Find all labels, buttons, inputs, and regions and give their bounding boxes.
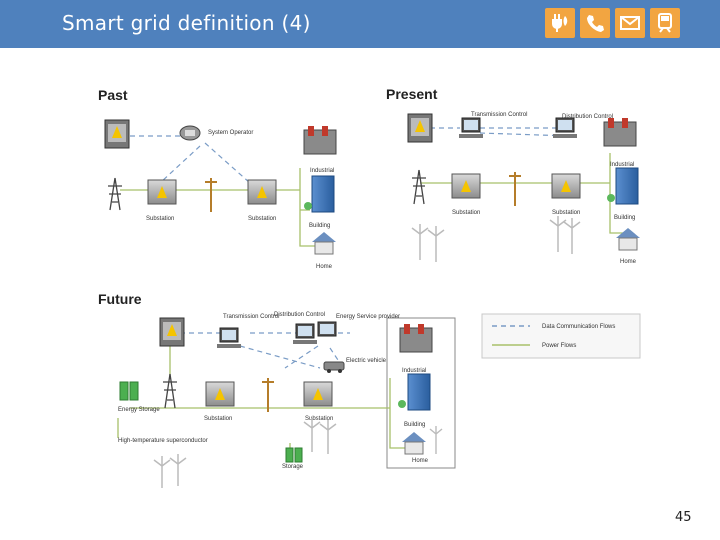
future-consumer-box xyxy=(386,317,456,469)
future-home-label: Home xyxy=(412,458,429,464)
present-home-label: Home xyxy=(620,259,637,265)
computer-icon xyxy=(553,117,577,138)
present-substation-1-label: Substation xyxy=(452,210,480,216)
transmission-tower-icon xyxy=(108,177,122,211)
present-heading: Present xyxy=(386,86,438,102)
future-storage-label: Storage xyxy=(282,464,304,470)
future-energy-service-provider-label: Energy Service provider xyxy=(336,314,400,320)
page-number: 45 xyxy=(675,510,692,525)
transmission-tower-icon xyxy=(163,373,177,409)
future-distribution-control-label: Distribution Control xyxy=(274,312,325,318)
past-system-operator-label: System Operator xyxy=(208,130,253,136)
mail-icon[interactable] xyxy=(615,8,645,38)
past-substation-2-label: Substation xyxy=(248,216,276,222)
present-panel: Present Transmission Control Distributio… xyxy=(386,86,640,265)
computer-icon xyxy=(293,323,317,344)
substation-icon xyxy=(205,381,235,407)
computer-icon xyxy=(459,117,483,138)
house-icon xyxy=(402,432,426,455)
future-substation-1-label: Substation xyxy=(204,416,232,422)
power-plug-icon[interactable] xyxy=(545,8,575,38)
utility-pole-icon xyxy=(509,172,521,206)
header-icon-group xyxy=(545,8,680,40)
power-plant-icon xyxy=(104,119,130,149)
future-ht-superconductor-label: High-temperature superconductor xyxy=(118,438,208,444)
wind-turbine-icon xyxy=(153,454,187,488)
substation-icon xyxy=(147,179,177,205)
future-transmission-control-label: Transmission Control xyxy=(223,314,279,320)
factory-icon xyxy=(399,324,433,353)
factory-icon xyxy=(603,118,637,147)
future-building-label: Building xyxy=(404,422,425,428)
future-energy-storage-label: Energy Storage xyxy=(118,407,160,413)
wind-turbine-icon xyxy=(429,426,443,454)
substation-icon xyxy=(451,173,481,199)
building-icon xyxy=(304,175,335,213)
phone-icon[interactable] xyxy=(580,8,610,38)
legend: Data Communication Flows Power Flows xyxy=(481,313,641,359)
future-industrial-label: Industrial xyxy=(402,368,426,374)
electric-vehicle-icon xyxy=(323,361,345,373)
computer-icon xyxy=(317,321,337,337)
transmission-tower-icon xyxy=(412,169,426,205)
power-plant-icon xyxy=(159,317,185,347)
computer-icon xyxy=(217,327,241,348)
present-substation-2-label: Substation xyxy=(552,210,580,216)
battery-storage-icon xyxy=(119,381,139,401)
utility-pole-icon xyxy=(262,378,274,412)
present-transmission-control-label: Transmission Control xyxy=(471,112,527,118)
header-bar: Smart grid definition (4) xyxy=(0,0,720,48)
wind-turbine-icon xyxy=(303,418,337,454)
battery-storage-icon xyxy=(285,447,303,463)
factory-icon xyxy=(303,126,337,155)
utility-pole-icon xyxy=(205,178,217,212)
house-icon xyxy=(616,228,640,251)
legend-power-label: Power Flows xyxy=(542,343,576,349)
past-panel: Past System Operator Substation xyxy=(98,87,337,270)
past-home-label: Home xyxy=(316,264,333,270)
future-substation-2-label: Substation xyxy=(305,416,333,422)
slide-title: Smart grid definition (4) xyxy=(62,11,311,35)
substation-icon xyxy=(247,179,277,205)
past-substation-1-label: Substation xyxy=(146,216,174,222)
substation-icon xyxy=(303,381,333,407)
past-industrial-label: Industrial xyxy=(310,168,334,174)
present-industrial-label: Industrial xyxy=(610,162,634,168)
present-building-label: Building xyxy=(614,215,635,221)
present-distribution-control-label: Distribution Control xyxy=(562,114,613,120)
building-icon xyxy=(398,373,431,411)
train-icon[interactable] xyxy=(650,8,680,38)
house-icon xyxy=(312,232,336,255)
past-heading: Past xyxy=(98,87,128,103)
future-heading: Future xyxy=(98,291,142,307)
future-panel: Future Transmission Control Distribution… xyxy=(98,291,456,488)
wind-turbine-icon xyxy=(549,216,581,254)
telephone-icon xyxy=(179,125,201,141)
building-icon xyxy=(607,167,639,205)
smart-grid-diagram: Past System Operator Substation xyxy=(98,86,641,488)
substation-icon xyxy=(551,173,581,199)
past-building-label: Building xyxy=(309,223,330,229)
power-plant-icon xyxy=(407,113,433,143)
future-electric-vehicle-label: Electric vehicle xyxy=(346,358,387,364)
legend-data-label: Data Communication Flows xyxy=(542,324,615,330)
wind-turbine-icon xyxy=(411,224,445,262)
